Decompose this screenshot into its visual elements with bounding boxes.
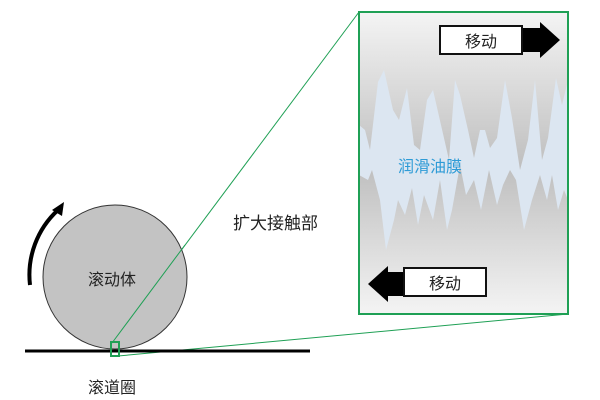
arrow-left-icon bbox=[368, 266, 408, 302]
rolling-body-circle bbox=[42, 204, 188, 350]
move-bottom-box: 移动 bbox=[403, 267, 487, 297]
magnify-contact-label: 扩大接触部 bbox=[233, 214, 318, 234]
move-top-label: 移动 bbox=[464, 32, 497, 51]
magnified-panel-border bbox=[358, 11, 569, 315]
move-top-box: 移动 bbox=[439, 25, 523, 55]
contact-highlight-box bbox=[110, 341, 120, 357]
raceway-label: 滚道圈 bbox=[88, 378, 137, 397]
move-bottom-label: 移动 bbox=[428, 274, 461, 293]
lubricant-film-label: 润滑油膜 bbox=[398, 157, 463, 176]
zoom-line-bottom bbox=[117, 313, 569, 357]
rolling-body-label: 滚动体 bbox=[88, 270, 137, 289]
rotation-arc bbox=[27, 208, 60, 286]
rotation-arrow-icon bbox=[52, 202, 64, 216]
arrow-right-icon bbox=[520, 22, 560, 58]
zoom-line-top-overlay bbox=[111, 244, 186, 344]
